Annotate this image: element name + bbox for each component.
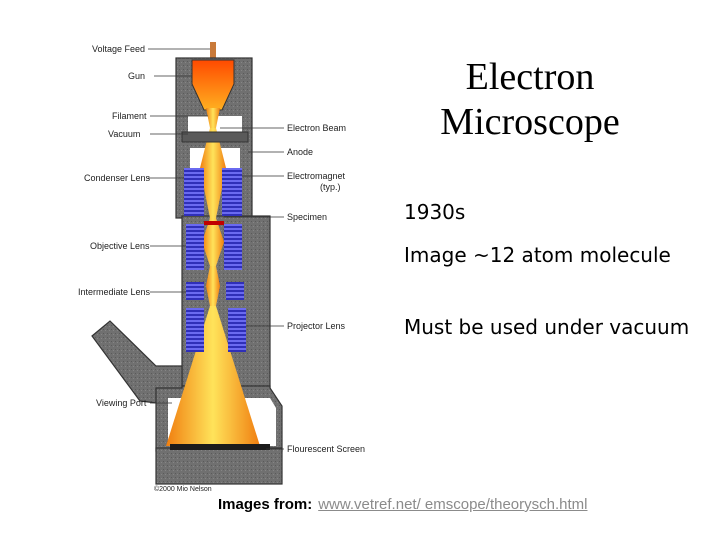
bullet-vacuum: Must be used under vacuum [404,313,704,341]
label-gun: Gun [128,71,145,81]
voltage-feed-wire [210,42,216,60]
label-anode: Anode [287,147,313,157]
label-specimen: Specimen [287,212,327,222]
source-link[interactable]: www.vetref.net/ emscope/theorysch.html [318,496,587,513]
title-line-1: Electron [410,55,650,100]
label-objective-lens: Objective Lens [90,241,150,251]
label-filament: Filament [112,111,147,121]
title-line-2: Microscope [410,100,650,145]
label-electromagnet: Electromagnet [287,171,346,181]
bullet-image-size: Image ~12 atom molecule [404,241,704,269]
fluorescent-screen [170,444,270,450]
slide-title: Electron Microscope [410,55,650,145]
label-electron-beam: Electron Beam [287,123,346,133]
label-intermediate-lens: Intermediate Lens [78,287,151,297]
footer-source: Images from: www.vetref.net/ emscope/theo… [218,496,587,513]
label-voltage-feed: Voltage Feed [92,44,145,54]
label-electromagnet-typ: (typ.) [320,182,341,192]
label-condenser-lens: Condenser Lens [84,173,151,183]
footer-label: Images from: [218,496,312,513]
label-vacuum: Vacuum [108,129,140,139]
label-flourescent-screen: Flourescent Screen [287,444,365,454]
electron-microscope-diagram: Voltage Feed Gun Filament Vacuum Condens… [70,36,370,496]
anode [182,132,248,142]
bullet-1930s: 1930s [404,198,704,226]
copyright-text: ©2000 Mio Nelson [154,485,212,493]
specimen [204,221,224,225]
label-viewing-port: Viewing Port [96,398,147,408]
label-projector-lens: Projector Lens [287,321,346,331]
